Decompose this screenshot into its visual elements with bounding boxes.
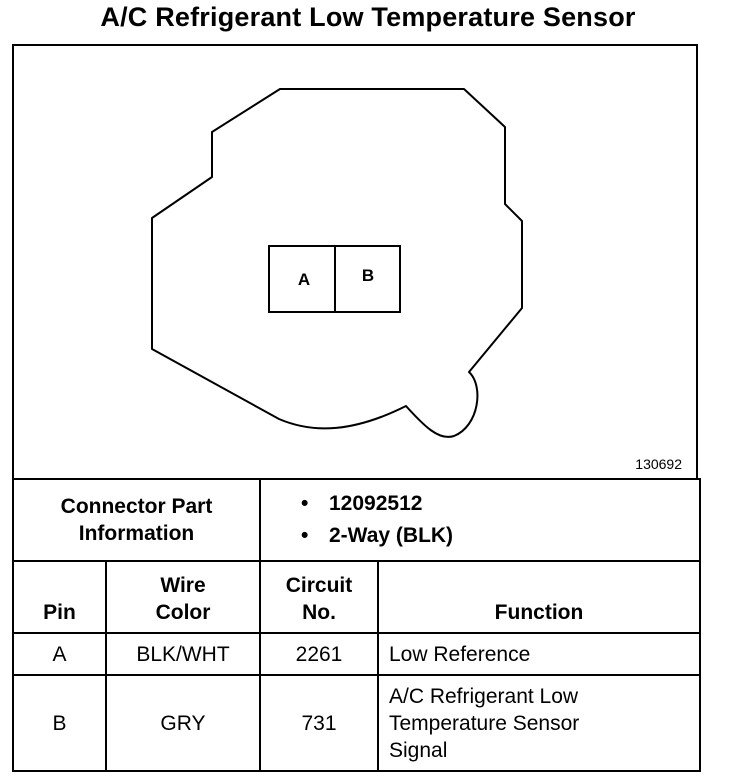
part-number: 12092512 bbox=[301, 488, 699, 520]
table-header-row: Pin Wire Color Circuit No. Function bbox=[12, 560, 701, 634]
connector-part-label: Connector Part Information bbox=[12, 478, 261, 562]
pin-cell: A bbox=[12, 632, 107, 676]
table-row: A BLK/WHT 2261 Low Reference bbox=[12, 632, 701, 676]
figure-number: 130692 bbox=[635, 456, 682, 472]
pin-label-a: A bbox=[298, 270, 310, 289]
connector-part-row: Connector Part Information 12092512 2-Wa… bbox=[12, 478, 701, 562]
circuit-cell: 2261 bbox=[259, 632, 379, 676]
header-pin: Pin bbox=[12, 560, 107, 634]
connector-face-drawing: A B bbox=[151, 88, 523, 438]
connector-outline bbox=[151, 88, 523, 438]
header-circuit-no: Circuit No. bbox=[259, 560, 379, 634]
connector-diagram: A B 130692 bbox=[12, 44, 698, 478]
circuit-cell: 731 bbox=[259, 674, 379, 772]
function-cell: A/C Refrigerant Low Temperature Sensor S… bbox=[377, 674, 701, 772]
header-function: Function bbox=[377, 560, 701, 634]
pin-cavity-b bbox=[334, 245, 401, 313]
page-title: A/C Refrigerant Low Temperature Sensor bbox=[100, 2, 636, 32]
function-cell: Low Reference bbox=[377, 632, 701, 676]
connector-part-values: 12092512 2-Way (BLK) bbox=[259, 478, 701, 562]
wire-color-cell: GRY bbox=[105, 674, 261, 772]
pin-label-b: B bbox=[362, 266, 374, 285]
connector-info-table: Connector Part Information 12092512 2-Wa… bbox=[12, 478, 701, 772]
header-wire-color: Wire Color bbox=[105, 560, 261, 634]
pin-cell: B bbox=[12, 674, 107, 772]
wire-color-cell: BLK/WHT bbox=[105, 632, 261, 676]
part-type: 2-Way (BLK) bbox=[301, 520, 699, 552]
table-row: B GRY 731 A/C Refrigerant Low Temperatur… bbox=[12, 674, 701, 772]
